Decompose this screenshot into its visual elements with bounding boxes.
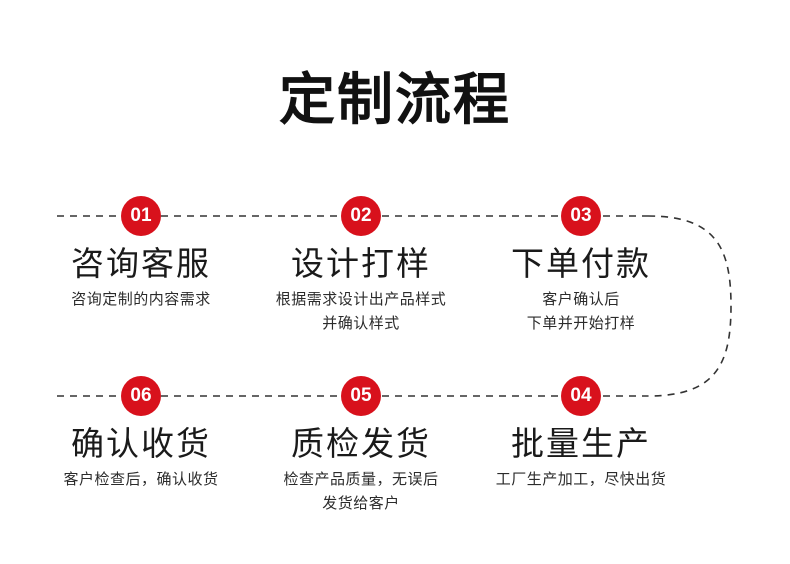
step-number-badge-06: 06 [121, 376, 161, 416]
step-subtitle-01: 咨询定制的内容需求 [19, 288, 263, 312]
step-number-badge-01: 01 [121, 196, 161, 236]
step-subtitle-04: 工厂生产加工，尽快出货 [459, 468, 703, 492]
step-subtitle-line: 发货给客户 [322, 495, 400, 512]
step-number-badge-04: 04 [561, 376, 601, 416]
step-subtitle-line: 客户检查后，确认收货 [63, 471, 219, 488]
step-subtitle-line: 下单并开始打样 [526, 315, 636, 332]
step-number-badge-03: 03 [561, 196, 601, 236]
step-number-badge-02: 02 [341, 196, 381, 236]
step-subtitle-line: 根据需求设计出产品样式 [275, 291, 447, 308]
step-subtitle-05: 检查产品质量，无误后 发货给客户 [239, 468, 483, 516]
step-title-05: 质检发货 [291, 425, 431, 462]
step-title-03: 下单付款 [511, 245, 651, 282]
step-subtitle-line: 检查产品质量，无误后 [283, 471, 439, 488]
step-subtitle-line: 客户确认后 [542, 291, 620, 308]
step-title-01: 咨询客服 [71, 245, 211, 282]
step-subtitle-line: 咨询定制的内容需求 [71, 291, 211, 308]
step-title-06: 确认收货 [71, 425, 211, 462]
step-subtitle-06: 客户检查后，确认收货 [19, 468, 263, 492]
step-subtitle-line: 并确认样式 [322, 315, 400, 332]
page-title: 定制流程 [279, 68, 511, 131]
step-subtitle-03: 客户确认后 下单并开始打样 [459, 288, 703, 336]
step-subtitle-line: 工厂生产加工，尽快出货 [495, 471, 667, 488]
step-title-02: 设计打样 [291, 245, 431, 282]
step-title-04: 批量生产 [511, 425, 651, 462]
step-number-badge-05: 05 [341, 376, 381, 416]
step-subtitle-02: 根据需求设计出产品样式 并确认样式 [239, 288, 483, 336]
